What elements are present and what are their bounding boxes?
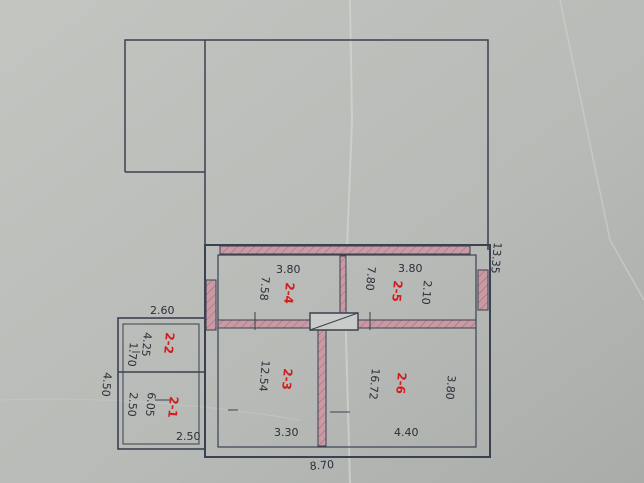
house-inner-wall	[217, 254, 477, 448]
room-2-5-area: 7.80	[363, 266, 378, 292]
room-2-5-side: 2.10	[419, 280, 434, 306]
annex-bottom-label: 2.50	[176, 430, 201, 443]
annex-height-label: 4.50	[99, 372, 114, 398]
room-2-6-width: 4.40	[394, 426, 419, 439]
outbuilding-outline	[124, 39, 489, 250]
room-2-3-id: 2-3	[279, 368, 295, 391]
room-2-1-id: 2-1	[165, 396, 181, 419]
wall-hatch-vertical-1	[317, 327, 327, 447]
wall-hatch-left	[205, 279, 217, 331]
room-2-4-width: 3.80	[276, 263, 301, 276]
room-2-5-id: 2-5	[389, 280, 405, 303]
dimension-labels: 8.70 13.35 2.60 4.50 2.50 3.80 3.80 7.58…	[99, 242, 504, 473]
paper-crease	[0, 398, 301, 421]
room-2-4-area: 7.58	[257, 276, 272, 302]
stove-diagonal	[309, 312, 359, 331]
east-side-lower-label: 3.80	[443, 375, 458, 401]
wall-hatch-right	[477, 269, 489, 311]
annex-width-label: 2.60	[150, 304, 175, 317]
overall-height-label: 13.35	[488, 242, 504, 275]
room-2-6-area: 16.72	[366, 368, 382, 401]
room-2-1-area: 6.05	[143, 392, 158, 418]
room-2-6-id: 2-6	[393, 372, 409, 395]
paper-fold	[343, 0, 354, 483]
room-2-1-dim: 2.50	[125, 392, 140, 418]
room-2-3-width: 3.30	[274, 426, 299, 439]
room-2-2-id: 2-2	[161, 332, 177, 355]
paper-fold	[559, 0, 644, 301]
wall-hatch-top	[219, 245, 471, 255]
room-2-2-dim: 1.70	[125, 342, 140, 368]
annex-outline	[117, 317, 206, 450]
overall-width-label: 8.70	[309, 458, 335, 473]
room-2-5-width: 3.80	[398, 262, 423, 275]
room-2-2-area: 4.25	[139, 332, 154, 358]
wall-hatch-vertical-2	[339, 255, 347, 321]
room-2-4-id: 2-4	[281, 282, 297, 305]
floor-plan	[117, 39, 491, 458]
room-2-3-area: 12.54	[256, 360, 272, 393]
annex-inner	[122, 323, 200, 445]
